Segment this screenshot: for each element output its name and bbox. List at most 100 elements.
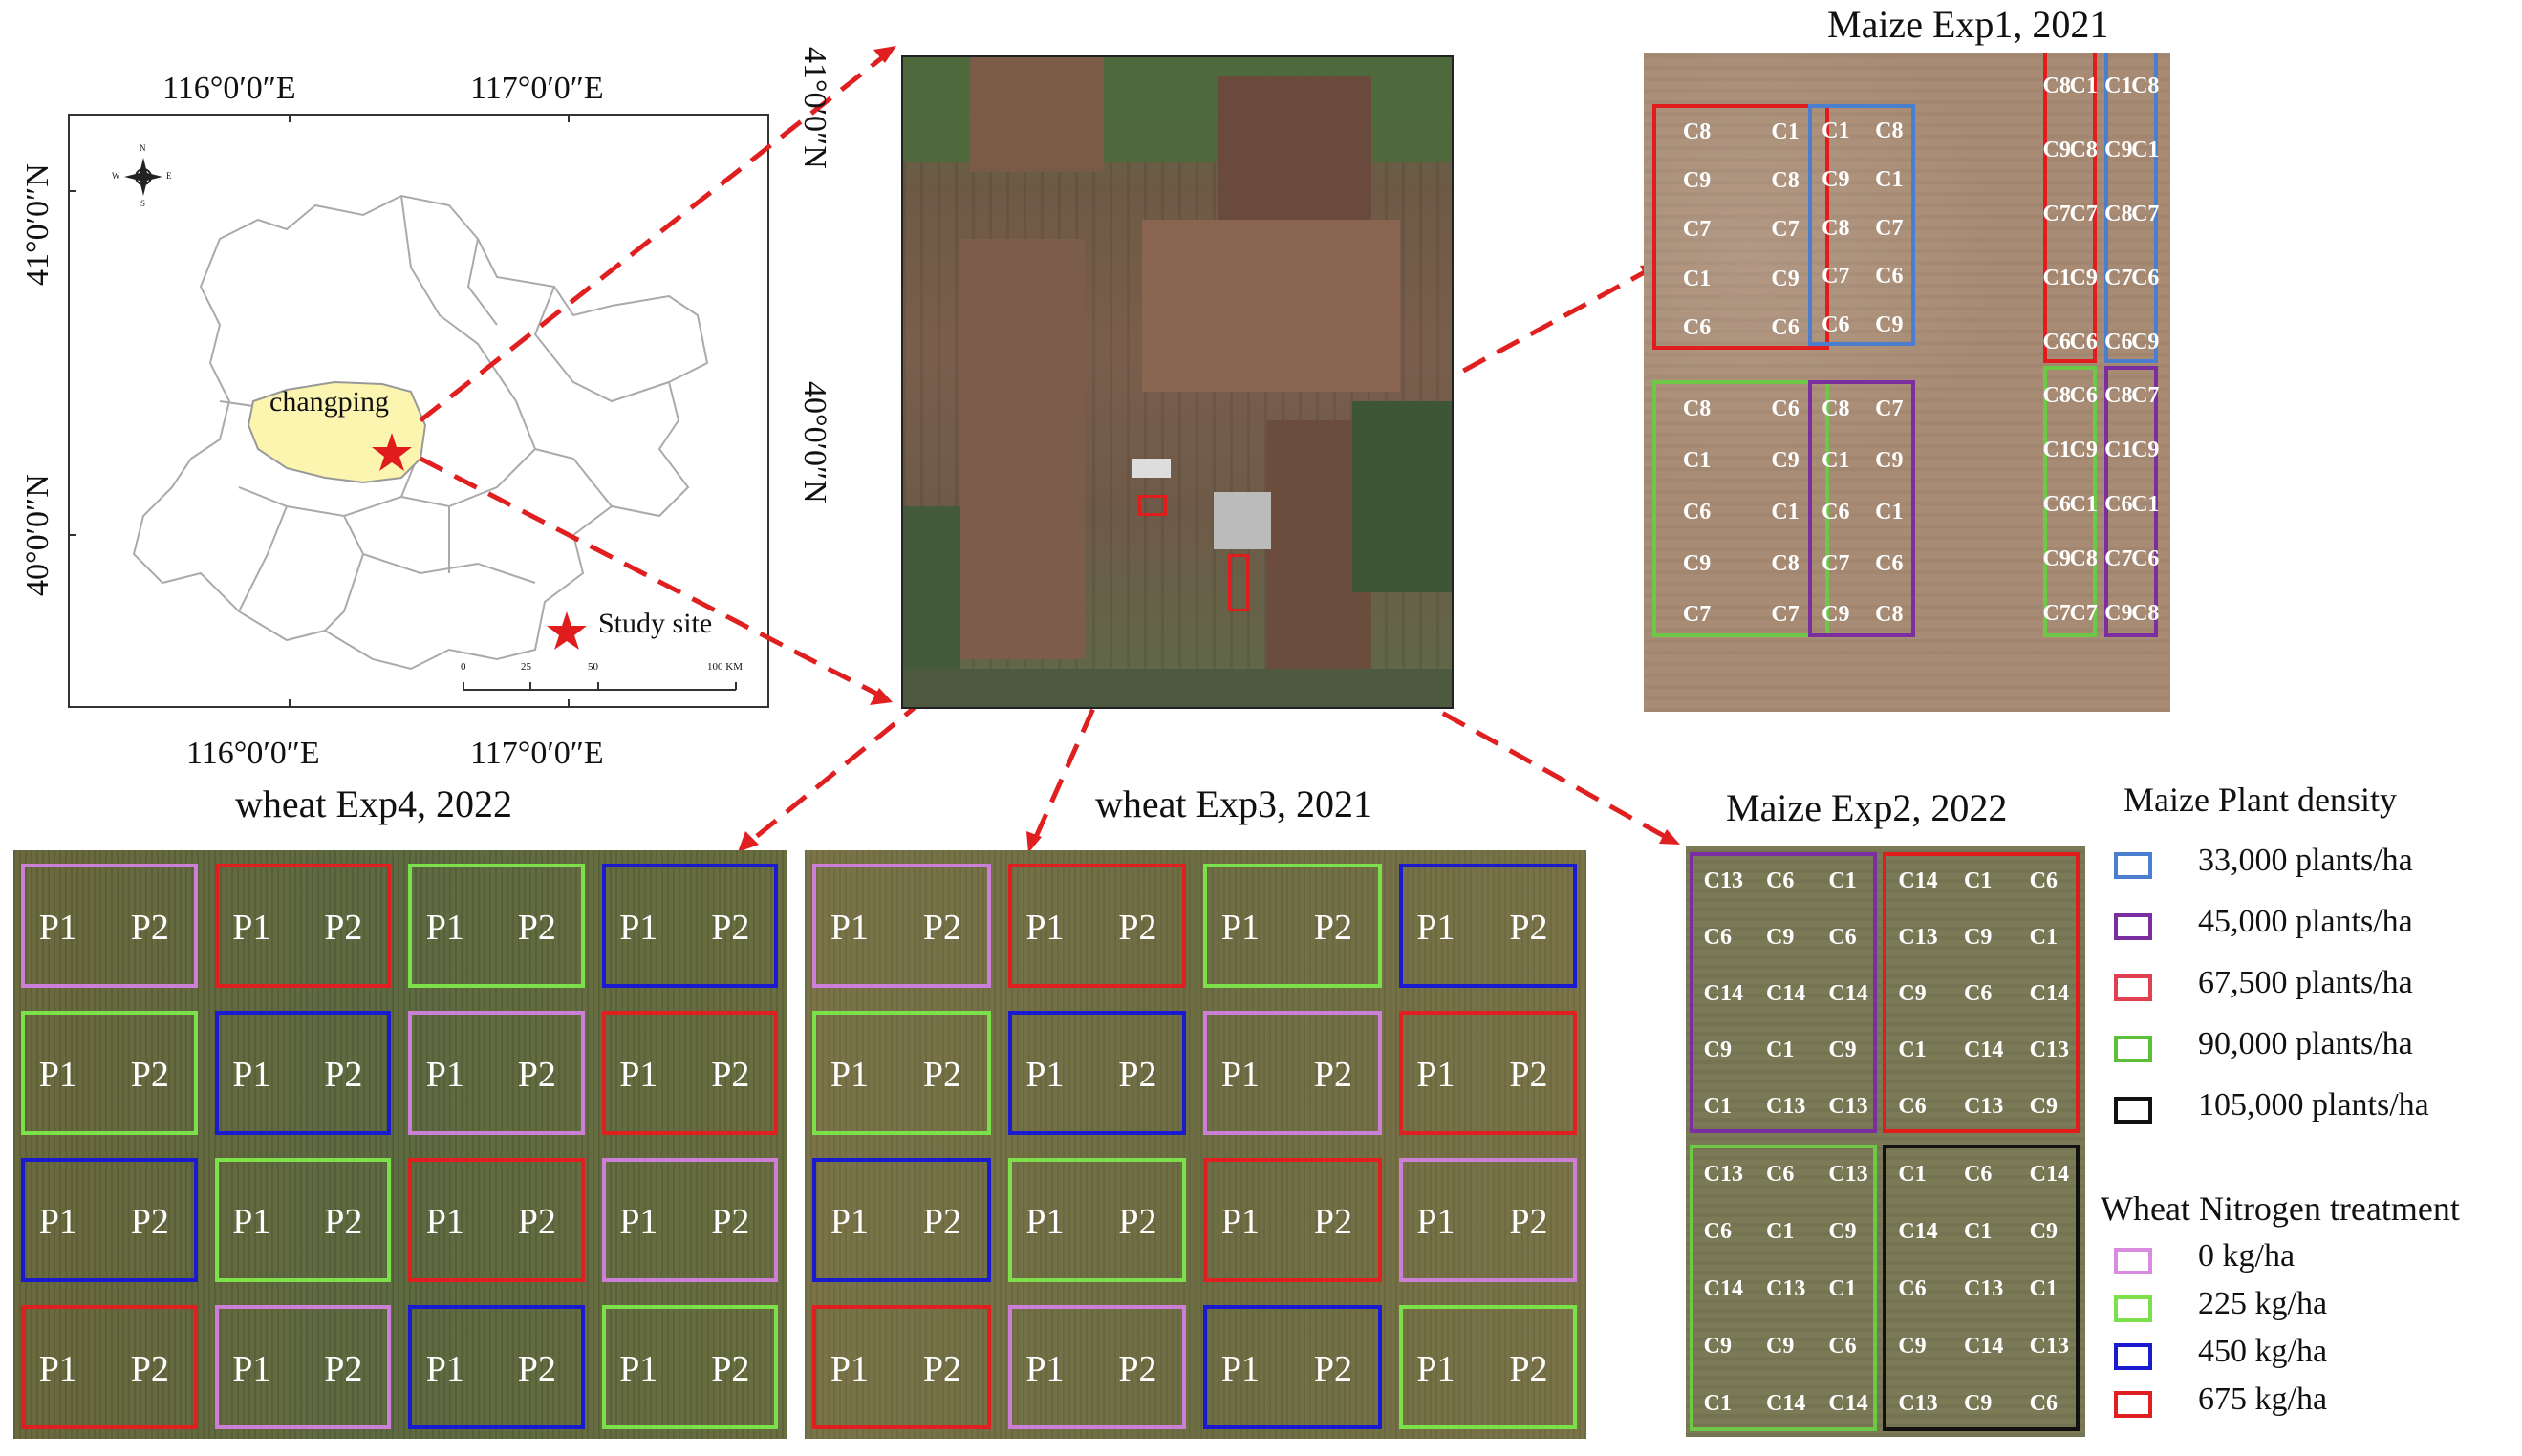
maize-exp1-plot-label: C8 [2042, 383, 2071, 409]
scale-bar [463, 682, 737, 691]
maize-exp2-plot-label: C9 [1828, 1037, 1857, 1062]
maize-exp1-plot-label: C6 [1771, 314, 1800, 340]
maize-exp1-plot-label: C7 [1875, 215, 1904, 241]
wheat_exp3-p1-label: P1 [1220, 1055, 1261, 1095]
compass-n: N [140, 143, 146, 153]
maize-exp2-plot-label: C14 [2029, 981, 2069, 1006]
maize-exp2-plot-label: C13 [1828, 1162, 1868, 1187]
legend-maize-title: Maize Plant density [2123, 781, 2397, 819]
lon-label-bottom-117: 117°0′0″E [470, 736, 604, 771]
maize-exp1-plot-label: C1 [2042, 438, 2071, 463]
legend-wheat-swatch-1 [2114, 1295, 2152, 1322]
wheat_exp3-p1-label: P1 [1220, 908, 1261, 948]
legend-maize-swatch-4 [2114, 1097, 2152, 1124]
legend-maize-label-3: 90,000 plants/ha [2198, 1026, 2413, 1061]
legend-maize-label-4: 105,000 plants/ha [2198, 1087, 2429, 1123]
maize-exp1-plot-label: C8 [1821, 396, 1850, 421]
wheat_exp4-p1-label: P1 [232, 1202, 271, 1242]
wheat_exp4-p1-label: P1 [619, 908, 658, 948]
wheat_exp3-p2-label: P2 [1313, 1202, 1353, 1242]
wheat_exp3-p1-label: P1 [1416, 908, 1455, 948]
wheat_exp3-p2-label: P2 [1313, 1055, 1353, 1095]
maize-exp1-plot-label: C6 [1875, 550, 1904, 576]
maize-exp1-plot-label: C1 [2131, 137, 2160, 162]
maize-exp2-plot-label: C9 [2029, 1219, 2058, 1244]
maize-exp1-plot-label: C8 [1682, 118, 1712, 144]
wheat_exp4-plot-2-1: P1 P2 [214, 1158, 391, 1282]
wheat_exp4-p1-label: P1 [619, 1349, 658, 1389]
maize-exp2-plot-label: C13 [1766, 1093, 1806, 1119]
wheat_exp3-p1-label: P1 [830, 1202, 870, 1242]
legend-wheat-label-3: 675 kg/ha [2198, 1381, 2328, 1417]
maize-exp2-plot-label: C13 [1898, 925, 1938, 951]
maize-exp1-plot-label: C6 [1682, 314, 1712, 340]
wheat_exp3-p2-label: P2 [922, 1055, 962, 1095]
study-site-star-icon [372, 433, 412, 471]
maize-exp1-plot-label: C6 [1875, 264, 1904, 289]
wheat_exp4-p1-label: P1 [425, 1349, 464, 1389]
maize-exp2-plot-label: C1 [1766, 1037, 1795, 1062]
wheat_exp4-plot-3-2: P1 P2 [408, 1305, 585, 1429]
maize-exp2-plot-label: C13 [1703, 1162, 1743, 1187]
maize-exp1-plot-label: C1 [2104, 73, 2133, 98]
maize-exp1-plot-label: C9 [1771, 266, 1800, 291]
maize-exp2-plot-label: C13 [1964, 1093, 2004, 1119]
maize-exp1-plot-label: C8 [2069, 546, 2098, 571]
maize-exp1-plot-label: C6 [1682, 499, 1712, 525]
maize-exp1-plot-label: C7 [2104, 265, 2133, 290]
maize-exp1-plot-label: C1 [1771, 118, 1800, 144]
maize-exp1-plot-label: C8 [1682, 396, 1712, 421]
wheat_exp3-p2-label: P2 [922, 1349, 962, 1389]
maize-exp1-plot-label: C1 [2069, 492, 2098, 518]
wheat_exp4-p1-label: P1 [619, 1055, 658, 1095]
maize-exp1-plot-label: C8 [1875, 118, 1904, 144]
maize-exp1-plot-label: C6 [2042, 492, 2071, 518]
scale-tick-0: 0 [461, 661, 466, 673]
wheat_exp4-p1-label: P1 [38, 1055, 77, 1095]
sat-lat-label-41: 41°0′0″N [797, 47, 832, 169]
wheat_exp4-p2-label: P2 [324, 1202, 363, 1242]
maize-exp1-plot-label: C9 [2104, 137, 2133, 162]
lon-label-top-116: 116°0′0″E [162, 71, 296, 106]
legend-wheat-swatch-3 [2114, 1391, 2152, 1418]
wheat_exp4-p2-label: P2 [711, 1202, 750, 1242]
maize-exp2-plot-label: C9 [1898, 981, 1927, 1006]
wheat_exp4-p2-label: P2 [517, 908, 556, 948]
wheat_exp3-p2-label: P2 [922, 908, 962, 948]
maize-exp2-plot-label: C6 [1964, 981, 1993, 1006]
maize-exp1-plot-label: C6 [1771, 396, 1800, 421]
maize-exp1-plot-label: C6 [2131, 546, 2160, 571]
maize-exp1-plot-label: C8 [1771, 550, 1800, 576]
wheat_exp3-p1-label: P1 [1220, 1349, 1261, 1389]
maize-exp1-plot-label: C1 [1875, 499, 1904, 525]
maize-exp1-plot-label: C1 [2104, 438, 2133, 463]
wheat_exp4-p2-label: P2 [517, 1349, 556, 1389]
wheat_exp3-p2-label: P2 [1313, 908, 1353, 948]
compass-w: W [112, 171, 120, 181]
maize-exp1-plot-label: C7 [1821, 550, 1850, 576]
wheat_exp4-p1-label: P1 [619, 1202, 658, 1242]
compass-icon [124, 158, 162, 196]
maize-exp2-plot-label: C13 [2029, 1037, 2069, 1062]
maize-exp1-plot-label: C8 [2069, 137, 2098, 162]
maize-exp1-plot-label: C6 [2104, 492, 2133, 518]
legend-maize-swatch-1 [2114, 913, 2152, 940]
maize-exp1-plot-label: C1 [1821, 118, 1850, 144]
maize-exp2-plot-label: C6 [2029, 868, 2058, 894]
wheat_exp3-p1-label: P1 [1025, 908, 1065, 948]
